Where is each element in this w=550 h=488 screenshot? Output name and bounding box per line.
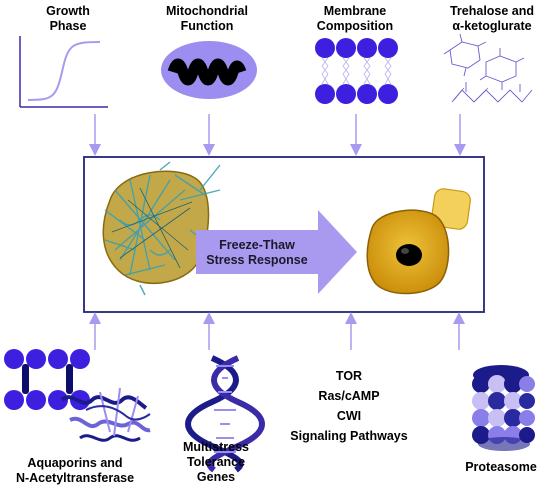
growth-curve-icon bbox=[19, 36, 108, 108]
lipid-bilayer-icon bbox=[315, 38, 398, 104]
proteasome-icon bbox=[472, 365, 535, 451]
stress-response-arrow bbox=[196, 210, 357, 294]
trehalose-structure-icon bbox=[443, 33, 533, 103]
budding-yeast-cell-icon bbox=[366, 188, 471, 295]
aquaporin-channels-icon bbox=[4, 349, 90, 410]
top-arrows bbox=[89, 114, 466, 156]
mitochondrion-icon bbox=[161, 41, 257, 99]
proteasome-label: Proteasome bbox=[465, 460, 537, 474]
bottom-arrows bbox=[89, 312, 465, 350]
dna-helix-icon bbox=[185, 355, 265, 473]
n-acetyltransferase-structure-icon bbox=[60, 387, 151, 442]
